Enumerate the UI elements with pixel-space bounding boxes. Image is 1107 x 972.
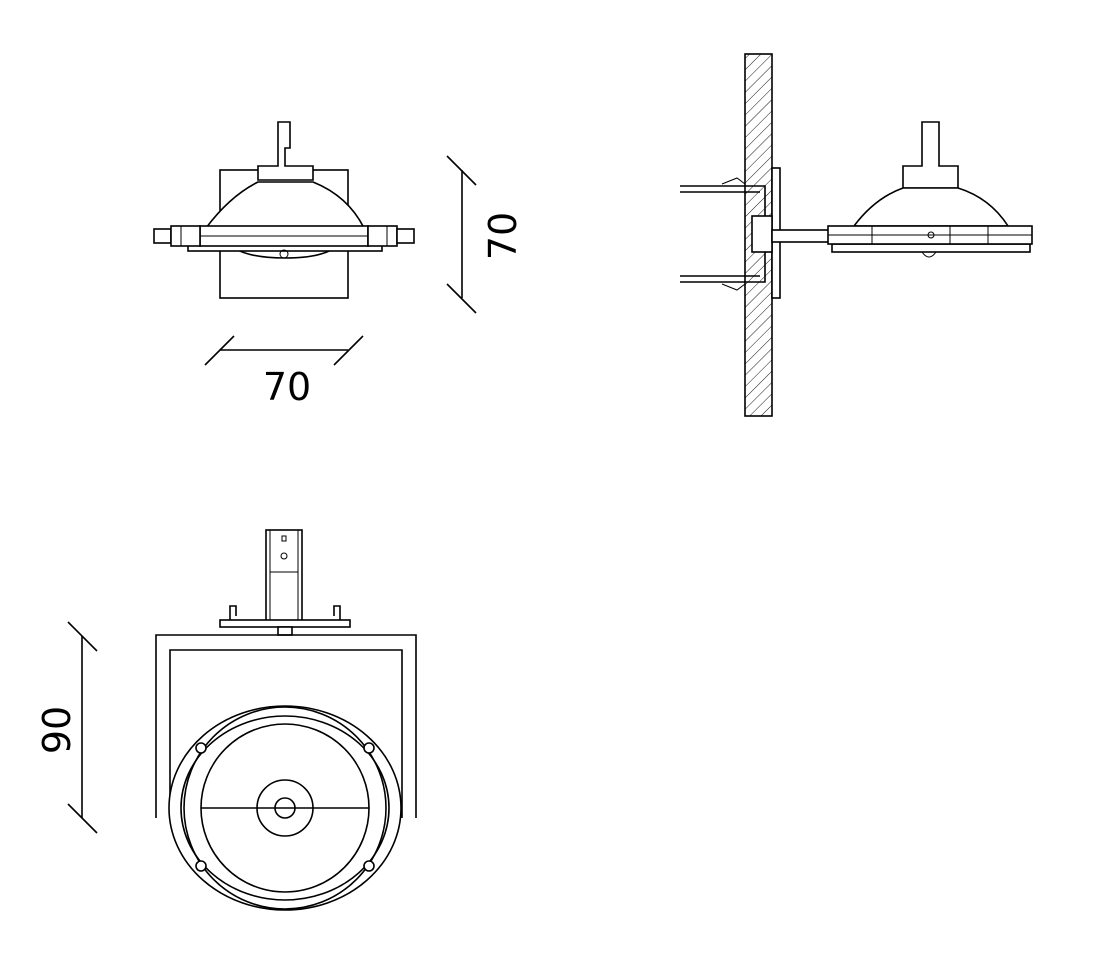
dim-label-front-width: 70 (263, 365, 311, 409)
dimension-plan-height: 90 (35, 621, 98, 834)
front-view (153, 121, 415, 299)
dimension-front-height: 70 (446, 155, 525, 314)
dimension-front-width: 70 (204, 335, 364, 409)
dim-label-front-height: 70 (481, 212, 525, 260)
plan-view (155, 529, 417, 911)
dim-label-plan-height: 90 (35, 706, 79, 754)
side-view (680, 53, 1033, 417)
